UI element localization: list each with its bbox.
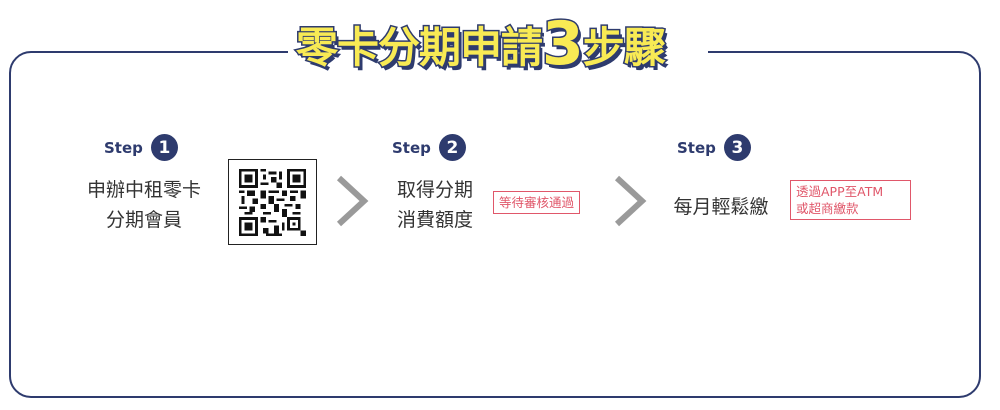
steps-panel: [9, 51, 981, 398]
step-2-number: 2: [438, 134, 466, 161]
status-badge: 等待審核通過: [493, 191, 581, 214]
step-1-number: 1: [150, 134, 178, 161]
chevron-right-icon: [614, 175, 647, 227]
title-banner: 零卡分期申請3步驟: [288, 6, 708, 82]
step-2-header: Step 2: [392, 134, 466, 161]
step-1-line2: 分期會員: [105, 209, 182, 231]
step-1-header: Step 1: [104, 134, 178, 161]
step-2-text: 取得分期 消費額度: [388, 175, 482, 235]
step-2-label: Step: [392, 138, 431, 157]
step-1-label: Step: [104, 138, 143, 157]
step-3-header: Step 3: [677, 134, 751, 161]
chevron-right-icon: [336, 175, 369, 227]
step-3-label: Step: [677, 138, 716, 157]
payment-badge: 透過APP至ATM 或超商繳款: [790, 180, 911, 220]
payment-badge-line2: 或超商繳款: [796, 201, 859, 216]
step-2-line2: 消費額度: [396, 209, 473, 231]
step-3-number: 3: [723, 134, 751, 161]
step-3-text: 每月輕鬆繳: [662, 192, 780, 222]
step-3-line1: 每月輕鬆繳: [673, 196, 769, 218]
page-title: 零卡分期申請3步驟: [294, 13, 667, 76]
step-2-line1: 取得分期: [396, 179, 473, 201]
step-1-line1: 申辦中租零卡: [86, 179, 201, 201]
payment-badge-line1: 透過APP至ATM: [796, 184, 884, 199]
step-1-text: 申辦中租零卡 分期會員: [78, 175, 210, 235]
title-suffix: 步驟: [581, 22, 667, 74]
qr-code-icon: [228, 159, 317, 245]
title-number: 3: [541, 9, 586, 79]
title-text: 零卡分期申請: [294, 22, 544, 74]
